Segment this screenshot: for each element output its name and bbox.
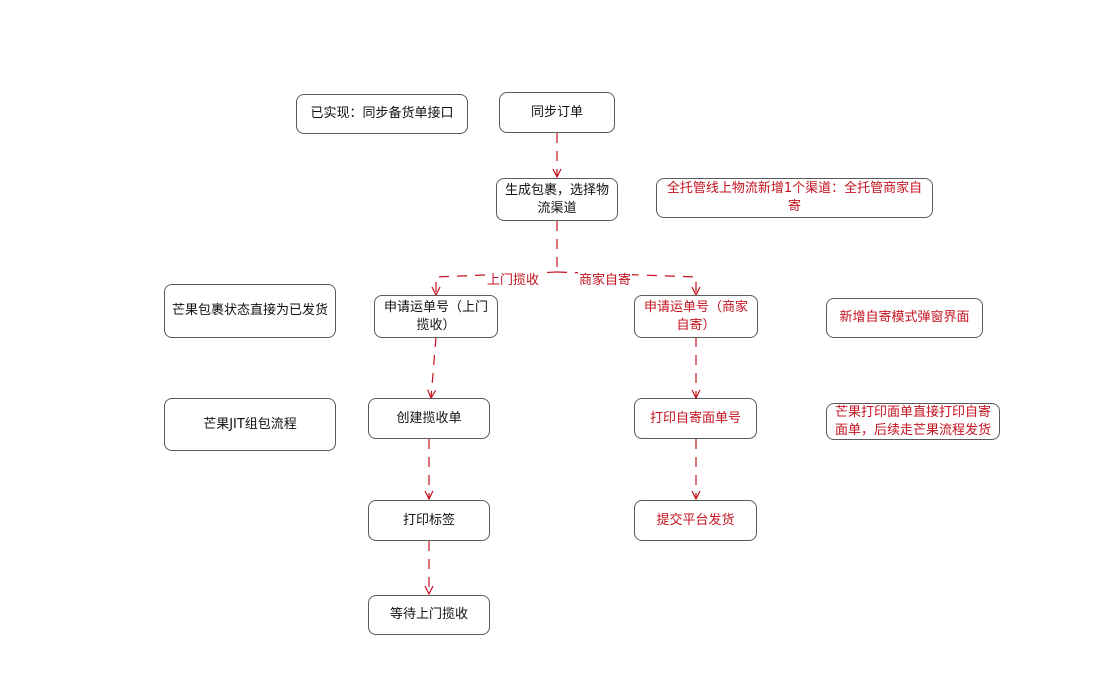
node-print-label: 打印标签 (368, 500, 490, 541)
node-print-self-label: 打印自寄面单号 (634, 398, 757, 439)
node-jit-note: 芒果JIT组包流程 (164, 398, 336, 451)
node-new-channel-note: 全托管线上物流新增1个渠道：全托管商家自寄 (656, 178, 933, 218)
edge-split-to-self (556, 271, 696, 295)
node-submit-ship: 提交平台发货 (634, 500, 757, 541)
node-wait-pickup: 等待上门揽收 (368, 595, 490, 635)
node-print-direct-note: 芒果打印面单直接打印自寄面单，后续走芒果流程发货 (826, 403, 1000, 440)
edge-label-pickup: 上门揽收 (486, 269, 541, 288)
node-apply-self: 申请运单号（商家自寄） (634, 295, 758, 338)
node-package-shipped-note: 芒果包裹状态直接为已发货 (164, 284, 336, 338)
edge-label-self-send: 商家自寄 (578, 269, 633, 288)
node-sync-order: 同步订单 (499, 92, 615, 133)
node-generate-package: 生成包裹，选择物流渠道 (496, 178, 618, 221)
node-create-pickup: 创建揽收单 (368, 398, 490, 439)
edge-pickup-to-create (431, 336, 437, 398)
node-apply-pickup: 申请运单号（上门揽收） (374, 295, 498, 338)
node-self-popup-note: 新增自寄模式弹窗界面 (826, 298, 983, 338)
node-implemented-note: 已实现：同步备货单接口 (296, 94, 468, 134)
